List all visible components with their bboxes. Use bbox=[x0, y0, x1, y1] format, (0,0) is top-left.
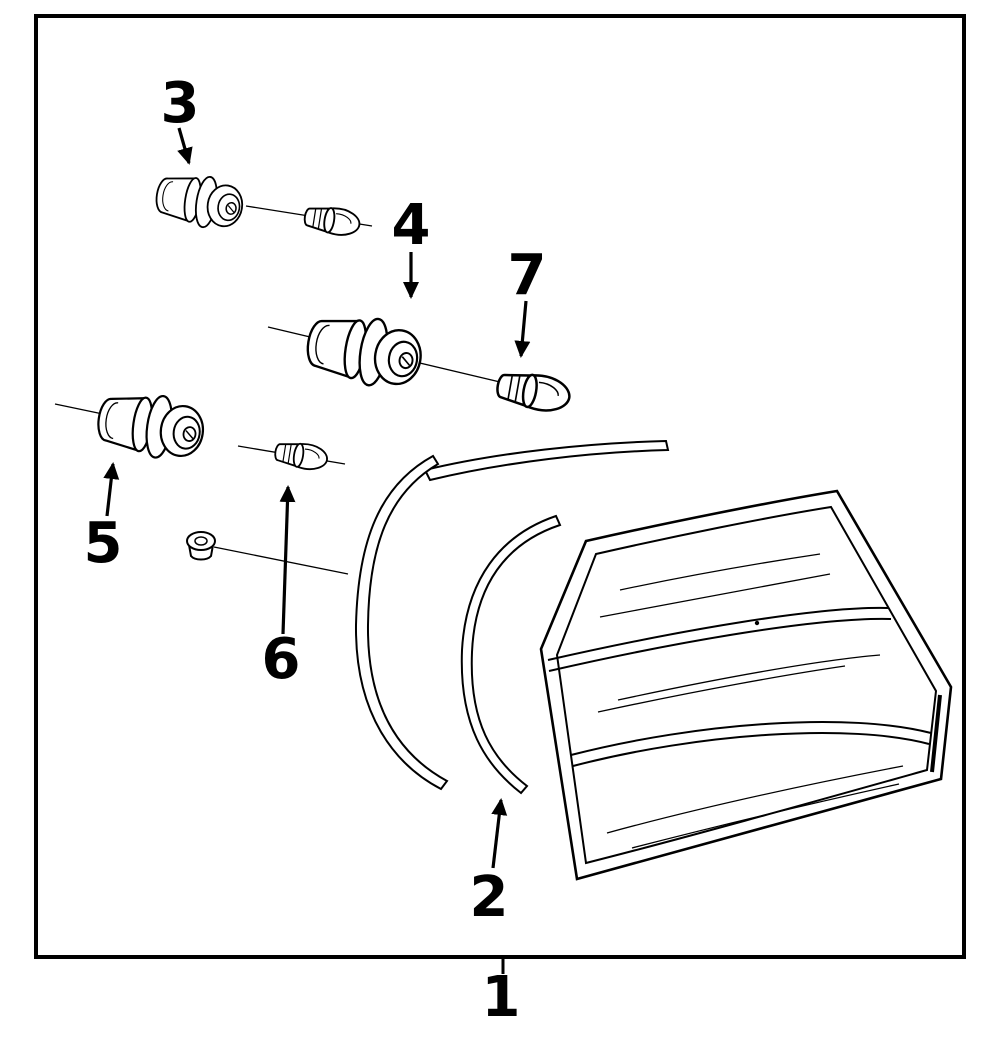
callout-7-arrow bbox=[514, 300, 531, 358]
callout-4-label: 4 bbox=[392, 193, 431, 258]
lens-dot bbox=[754, 620, 760, 626]
bulb-7 bbox=[493, 367, 574, 416]
callout-5-label: 5 bbox=[84, 511, 123, 576]
callout-3-arrow bbox=[177, 127, 193, 165]
callout-3-label: 3 bbox=[161, 71, 200, 136]
lens-gasket bbox=[460, 514, 562, 795]
bulb-socket-4 bbox=[301, 307, 427, 394]
callout-6-arrow bbox=[279, 485, 296, 635]
lens-right-edge-shadow bbox=[930, 694, 942, 773]
bulb-socket-5 bbox=[93, 386, 209, 465]
bulb-upper bbox=[301, 202, 363, 239]
callout-2-label: 2 bbox=[470, 865, 509, 930]
callout-1-label: 1 bbox=[482, 965, 521, 1030]
callout-2-arrow bbox=[491, 798, 508, 869]
lens-accent-lines bbox=[597, 553, 904, 849]
seal-strip-left bbox=[354, 454, 449, 791]
diagram-border bbox=[34, 14, 966, 959]
callout-5-arrow bbox=[103, 462, 120, 517]
callout-6-label: 6 bbox=[262, 627, 301, 692]
bulb-socket-3 bbox=[152, 168, 247, 234]
tail-lamp-lens bbox=[539, 489, 953, 881]
callout-7-label: 7 bbox=[508, 243, 547, 308]
bulb-6 bbox=[272, 438, 330, 473]
seal-strip-top bbox=[423, 439, 670, 482]
grommet bbox=[186, 531, 216, 561]
